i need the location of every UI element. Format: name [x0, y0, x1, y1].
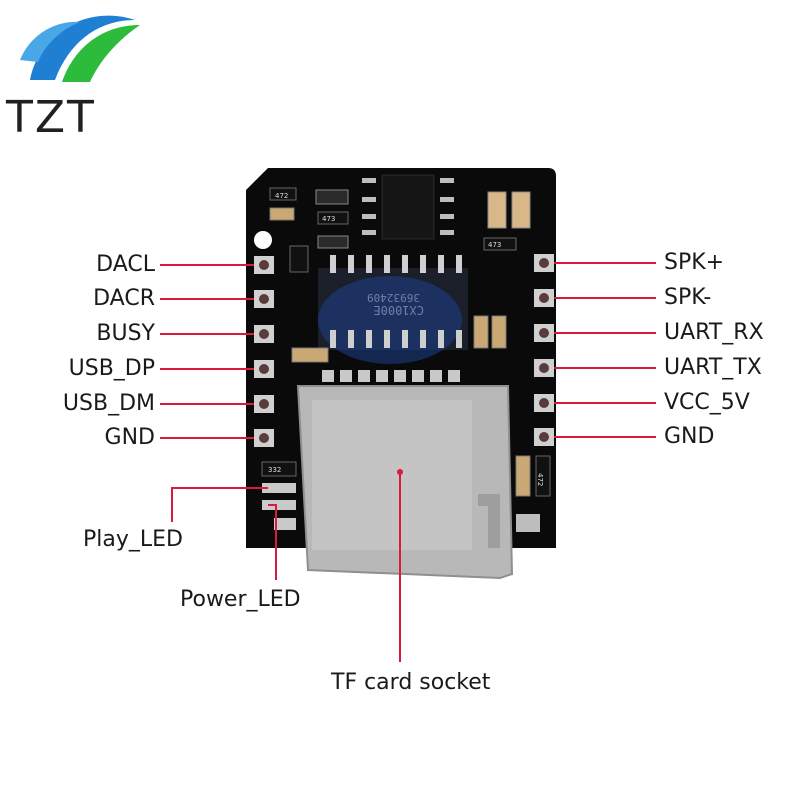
socket-contact-pads: [322, 370, 460, 382]
pin-label-spk-plus: SPK+: [664, 250, 725, 275]
resistor-5: 472: [536, 473, 544, 486]
main-ic-pins: [330, 255, 462, 348]
callout-tf-card-socket: TF card socket: [331, 670, 491, 695]
socket-tab-right: [516, 514, 540, 532]
ic-reflection: [318, 276, 462, 364]
resistor-1: 472: [275, 192, 288, 200]
leader-lines: [160, 262, 656, 662]
left-header-pins: [254, 256, 274, 447]
pin-label-uart-rx: UART_RX: [664, 320, 764, 345]
brand-logo: TZT: [0, 0, 160, 160]
resistor-4: 332: [268, 466, 281, 474]
chip-marking-1: CX1000E: [373, 303, 424, 317]
right-header-pins: [534, 254, 554, 446]
pin-label-uart-tx: UART_TX: [664, 355, 762, 380]
tf-socket-face: [312, 400, 472, 550]
smd-components: [261, 187, 551, 530]
callout-play-led: Play_LED: [83, 527, 183, 552]
pin-label-dacr: DACR: [93, 286, 155, 311]
pin-label-busy: BUSY: [96, 321, 155, 346]
pin-label-vcc-5v: VCC_5V: [664, 390, 750, 415]
pin-label-gnd-left: GND: [104, 425, 155, 450]
chip-marking-2: 36932409: [367, 291, 420, 304]
logo-text: TZT: [6, 92, 96, 143]
top-ic-pins: [362, 178, 454, 235]
pin-label-spk-minus: SPK-: [664, 285, 712, 310]
mounting-hole: [254, 231, 272, 249]
pin-label-usb-dm: USB_DM: [62, 391, 155, 416]
pin-label-dacl: DACL: [96, 252, 155, 277]
tf-socket-latch: [478, 494, 500, 548]
pin-label-usb-dp: USB_DP: [68, 356, 155, 381]
resistor-2: 473: [322, 215, 335, 223]
logo-mark-icon: [20, 15, 140, 82]
resistor-3: 473: [488, 241, 501, 249]
pin-label-gnd-right: GND: [664, 424, 715, 449]
top-ic: [381, 174, 435, 240]
tf-socket-leader-dot: [397, 469, 403, 475]
callout-power-led: Power_LED: [180, 587, 301, 612]
